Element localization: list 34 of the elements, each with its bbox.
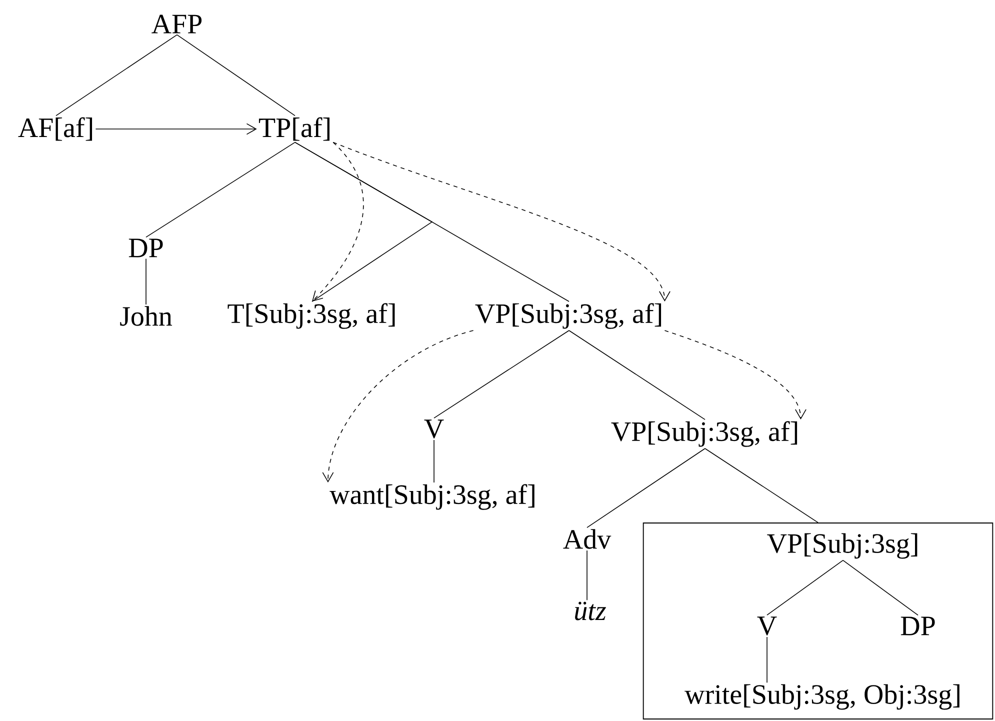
tree-branch <box>294 142 433 302</box>
tree-branch <box>586 550 588 601</box>
word-label: write[Subj:3sg, Obj:3sg] <box>684 684 960 710</box>
tree-branch <box>434 330 570 418</box>
category-label: T[Subj:3sg, af] <box>228 303 395 329</box>
tree-branch <box>766 560 844 616</box>
category-label: VP[Subj:3sg, af] <box>611 421 798 447</box>
category-label: TP[af] <box>258 117 330 141</box>
category-label: V <box>757 616 777 636</box>
dashed-arrow <box>664 330 806 420</box>
arrow <box>95 123 257 135</box>
tree-branch <box>842 560 918 616</box>
word-label: want[Subj:3sg, af] <box>330 484 534 510</box>
tree-branch <box>176 34 296 116</box>
category-label: VP[Subj:3sg] <box>767 533 918 559</box>
dashed-arrow <box>322 330 474 483</box>
category-label: AF[af] <box>18 117 92 141</box>
tree-branch <box>704 448 818 523</box>
category-label: DP <box>900 616 935 636</box>
category-label: DP <box>128 238 163 258</box>
word-label: ütz <box>575 602 606 620</box>
dashed-arrow <box>312 142 364 302</box>
dashed-arrow <box>332 142 670 302</box>
category-label: Adv <box>563 529 612 549</box>
category-label: AFP <box>152 14 202 34</box>
tree-branch <box>56 34 178 116</box>
tree-branch <box>586 448 706 528</box>
tree-branch <box>146 142 296 238</box>
word-label: John <box>120 306 172 326</box>
enclosing-box <box>642 522 994 720</box>
tree-branch <box>568 330 706 420</box>
tree-branch <box>766 636 768 684</box>
category-label: V <box>424 420 444 438</box>
category-label: VP[Subj:3sg, af] <box>475 303 662 329</box>
